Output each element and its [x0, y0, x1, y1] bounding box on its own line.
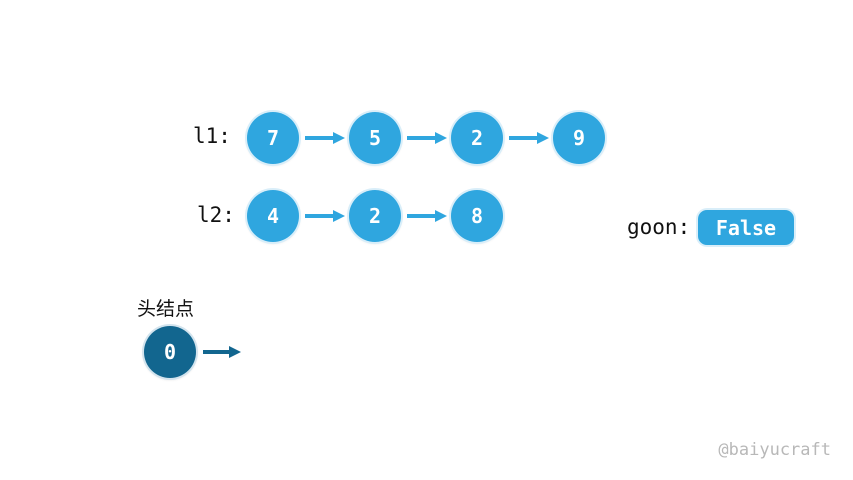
watermark: @baiyucraft: [718, 440, 831, 460]
goon-value-badge: False: [698, 210, 794, 245]
l2-arrow-2: [407, 209, 447, 223]
head-arrow: [203, 345, 241, 359]
l1-node-1: 7: [247, 112, 299, 164]
l1-label: l1:: [193, 124, 231, 148]
l2-node-1: 4: [247, 190, 299, 242]
l1-node-3: 2: [451, 112, 503, 164]
l2-node-3: 8: [451, 190, 503, 242]
head-node: 0: [144, 326, 196, 378]
l2-node-2: 2: [349, 190, 401, 242]
head-node-label: 头结点: [137, 298, 195, 320]
l2-label: l2:: [197, 203, 235, 227]
goon-label: goon:: [627, 215, 691, 239]
l2-arrow-1: [305, 209, 345, 223]
l1-arrow-1: [305, 131, 345, 145]
l1-node-2: 5: [349, 112, 401, 164]
l1-arrow-2: [407, 131, 447, 145]
l1-node-4: 9: [553, 112, 605, 164]
l1-arrow-3: [509, 131, 549, 145]
